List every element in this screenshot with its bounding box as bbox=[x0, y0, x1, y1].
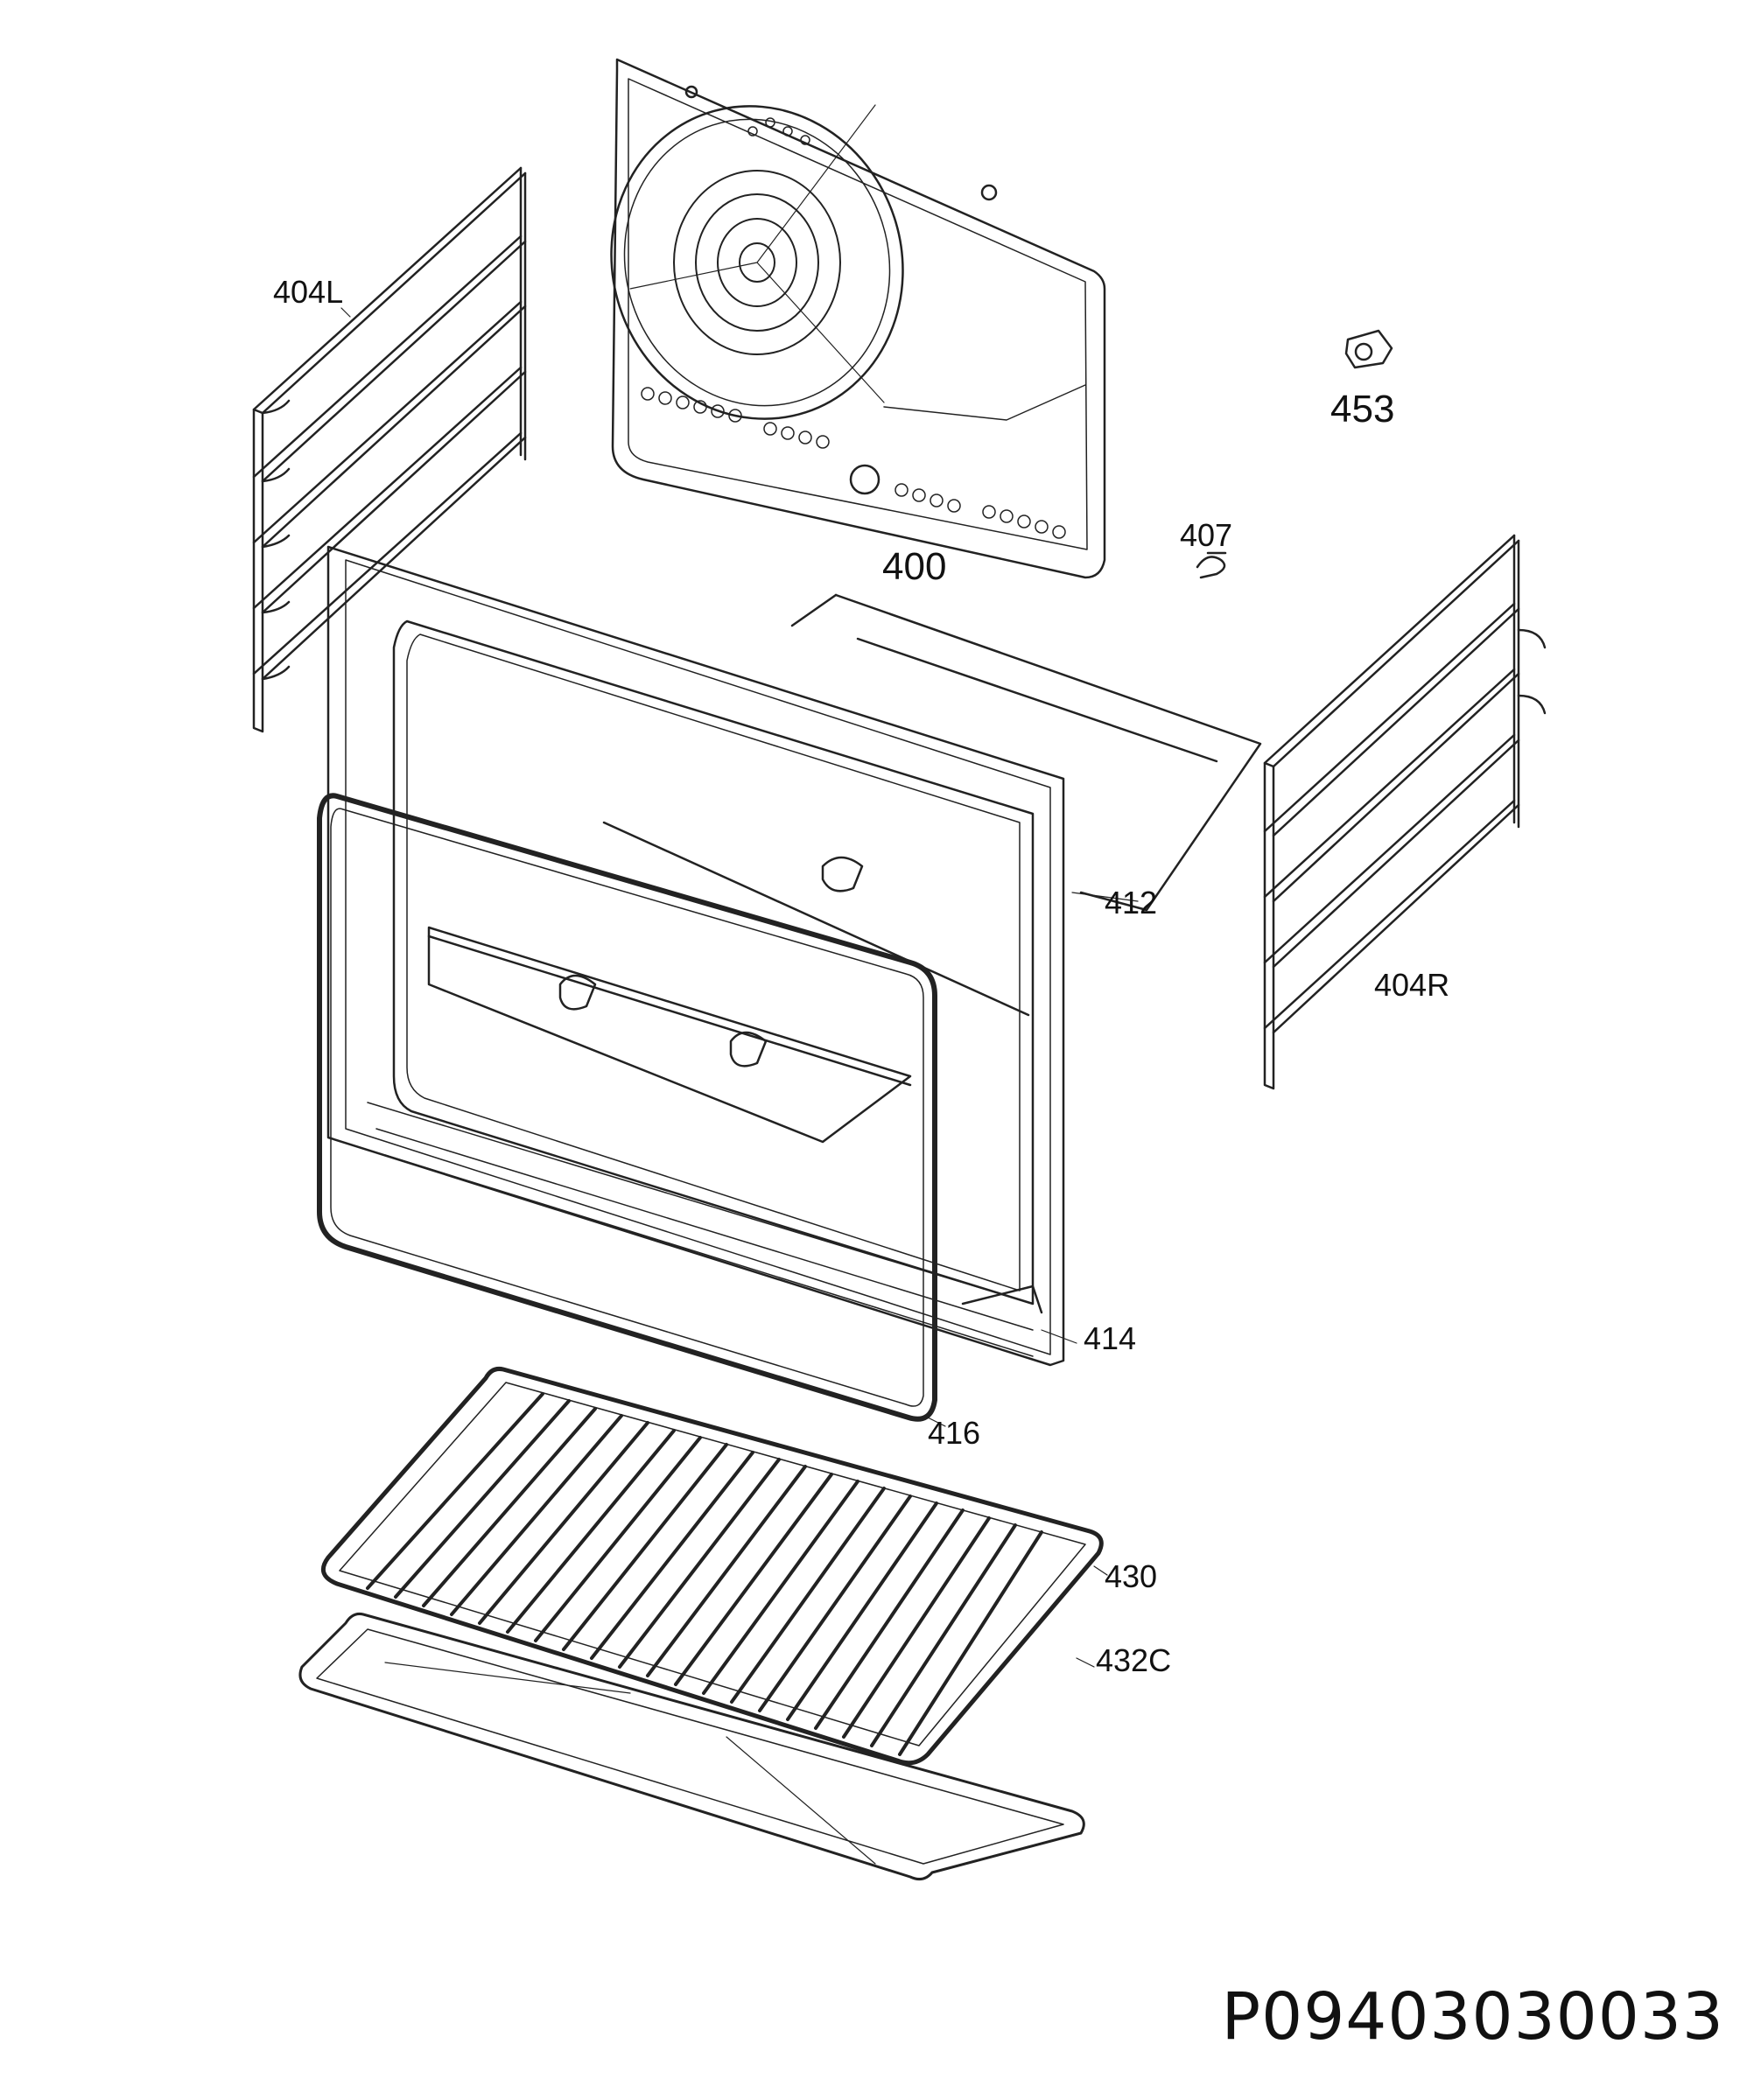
part-430-wire-shelf bbox=[320, 1367, 1104, 1766]
label-453: 453 bbox=[1330, 388, 1395, 430]
part-400-fan-cover bbox=[610, 58, 1106, 579]
part-404L-left-shelf-support bbox=[252, 166, 527, 733]
label-404L: 404L bbox=[273, 274, 344, 310]
leader-lines bbox=[340, 307, 1139, 1668]
part-453-component bbox=[1344, 329, 1393, 369]
label-407: 407 bbox=[1180, 517, 1233, 553]
label-416: 416 bbox=[928, 1415, 981, 1451]
part-412-cavity bbox=[326, 545, 1262, 1367]
part-416-door-seal bbox=[317, 793, 937, 1422]
label-412: 412 bbox=[1105, 885, 1158, 920]
part-404R-right-shelf-support bbox=[1263, 534, 1547, 1090]
label-400: 400 bbox=[882, 545, 947, 588]
label-414: 414 bbox=[1084, 1320, 1137, 1356]
part-407-clip bbox=[1196, 551, 1227, 579]
label-430: 430 bbox=[1105, 1558, 1158, 1594]
label-432C: 432C bbox=[1096, 1642, 1172, 1678]
part-432C-baking-tray bbox=[298, 1613, 1085, 1881]
label-404R: 404R bbox=[1374, 967, 1450, 1003]
drawing-id: P09403030033 bbox=[1221, 1979, 1724, 2054]
